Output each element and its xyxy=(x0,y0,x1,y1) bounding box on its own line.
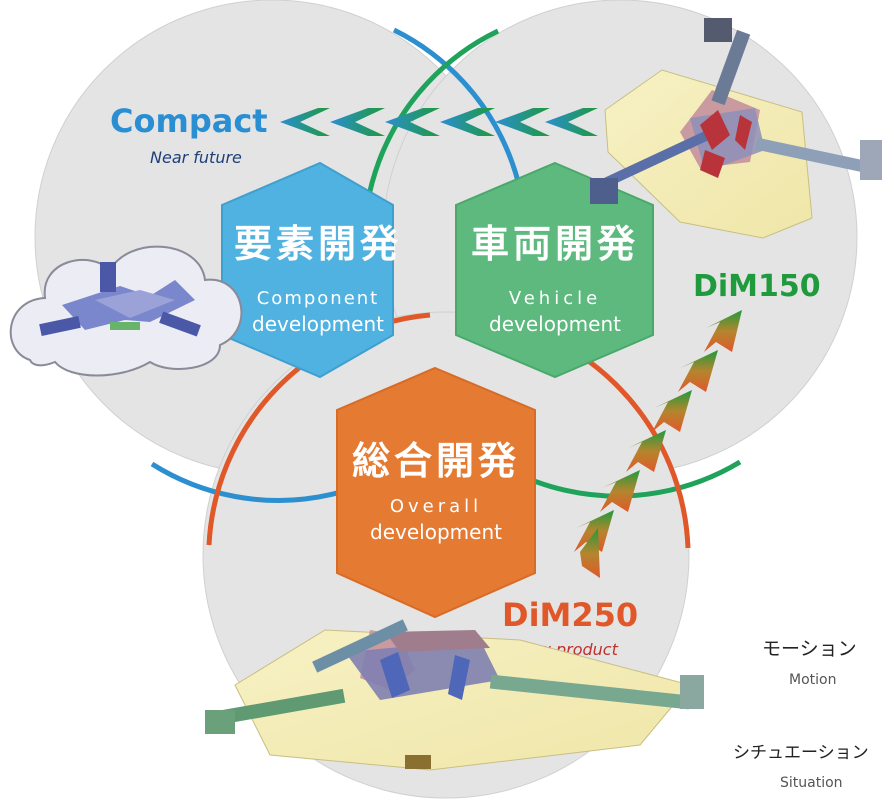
hexagon-overall: 総合開発 Overall development xyxy=(336,366,536,619)
component-sub-2: development xyxy=(252,312,384,336)
motion-en: Motion xyxy=(789,672,836,688)
dim250-label: DiM250 New product xyxy=(502,596,638,659)
overall-sub-2: development xyxy=(370,520,502,544)
motion-jp: モーション xyxy=(762,638,857,660)
side-legend: モーション Motion シチュエーション Situation xyxy=(733,638,869,791)
situation-en: Situation xyxy=(780,775,843,791)
situation-jp: シチュエーション xyxy=(733,743,869,763)
cloud-icon xyxy=(9,245,243,377)
hexagon-component: 要素開発 Component development xyxy=(221,161,402,379)
dim250-title: DiM250 xyxy=(502,596,638,634)
vehicle-title: 車両開発 xyxy=(471,222,639,266)
compact-subtitle: Near future xyxy=(150,148,242,167)
component-sub-1: Component xyxy=(257,288,380,309)
compact-chevron-arrow xyxy=(280,108,598,136)
component-title: 要素開発 xyxy=(234,222,402,266)
compact-label: Compact Near future xyxy=(110,102,268,167)
compact-title: Compact xyxy=(110,102,268,140)
vehicle-sub-1: Vehicle xyxy=(509,288,601,309)
overall-sub-1: Overall xyxy=(390,496,482,517)
hexagon-vehicle: 車両開発 Vehicle development xyxy=(455,161,654,379)
dim150-title: DiM150 xyxy=(693,269,821,304)
vehicle-sub-2: development xyxy=(489,312,621,336)
dim-chevron-arrow xyxy=(574,310,742,578)
simulator-bottom-icon xyxy=(205,619,704,771)
simulator-top-icon xyxy=(590,18,882,239)
overall-title: 総合開発 xyxy=(352,439,520,483)
